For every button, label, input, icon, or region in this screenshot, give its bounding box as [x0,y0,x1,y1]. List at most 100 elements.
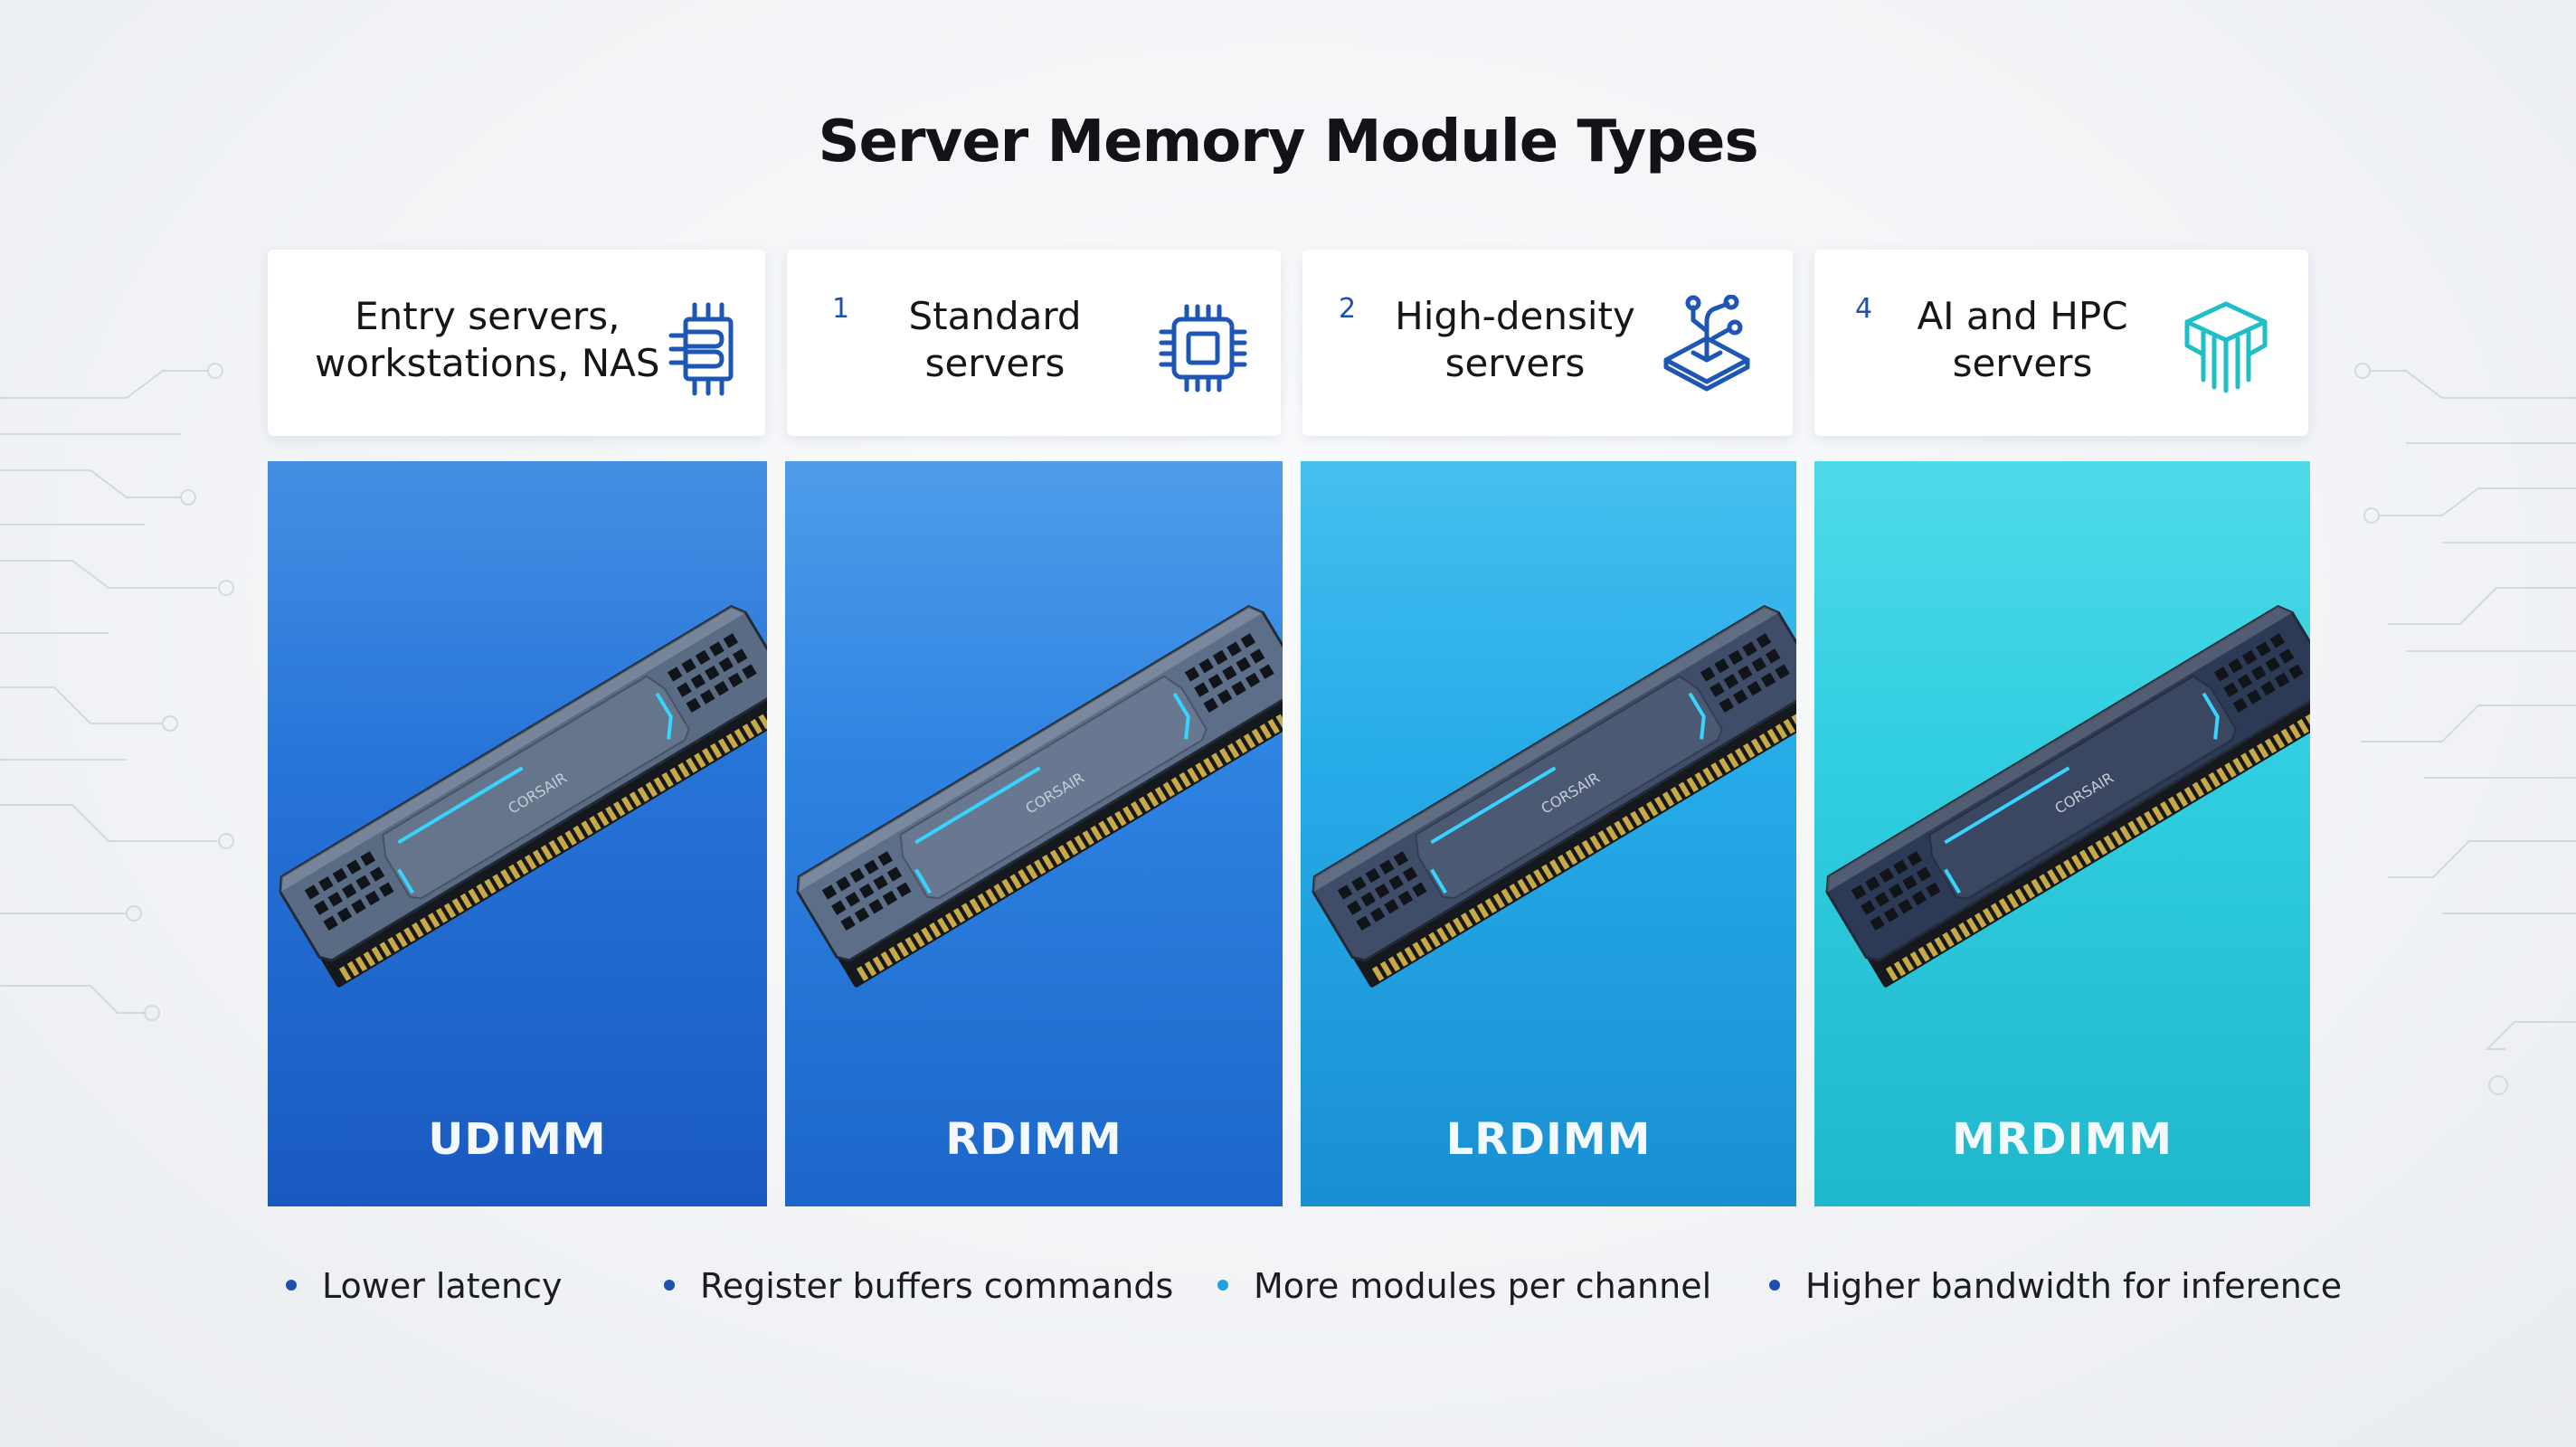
vent-slot [1870,915,1885,932]
gold-contact [1203,757,1216,773]
vent-slot [1898,899,1913,914]
vent-slot [709,641,724,657]
gold-contact [476,884,488,899]
vent-slot [1240,633,1256,648]
step-number: 2 [1339,293,1357,325]
vent-slot [1865,875,1880,892]
bullet-dot [1769,1279,1780,1291]
gold-contact [2063,859,2076,875]
feature-text: Lower latency [322,1266,563,1306]
gold-contact [2127,820,2140,837]
gold-contact [2022,884,2035,899]
accent-light [1688,692,1706,740]
vent-slot [1369,907,1386,922]
accent-light [397,868,415,894]
vent-slot [2256,641,2271,657]
gold-contact [2152,806,2164,822]
gold-contact [1460,913,1473,928]
vent-slot [868,899,884,914]
gold-contact [913,932,925,948]
accent-light [655,692,673,740]
vent-slot [1709,682,1725,697]
gold-contact [1622,816,1634,831]
vent-slot [1911,890,1927,906]
gold-contact [758,714,767,730]
gold-contact [2087,845,2100,860]
vent-slot [699,689,715,705]
gold-contact [589,816,601,831]
gold-contact [1371,966,1385,981]
accent-light [1430,868,1448,894]
vent-slot [1337,884,1353,900]
gold-contact [1791,714,1796,730]
use-case-label: High-density servers [1393,293,1637,387]
gold-contact [1074,835,1086,851]
accent-light [914,766,1041,845]
vent-slot [1916,866,1932,882]
vent-slot [355,875,371,891]
gold-contact [1645,800,1659,817]
gold-contact [1420,936,1433,952]
gold-contact [1541,864,1554,880]
vent-slot [1738,665,1753,681]
gold-contact [379,941,392,958]
memory-module: CORSAIR [1825,604,2310,988]
gold-contact [459,893,472,909]
gold-contact [605,806,618,822]
gold-contact [1662,791,1675,808]
vent-slot [1397,890,1414,906]
vent-slot [2251,665,2267,681]
heatspreader-edge [280,606,746,893]
gold-contact [1122,806,1135,822]
gold-contact [872,956,886,972]
gold-contact [1958,922,1971,938]
vent-slot [1351,875,1367,892]
gold-contact [2047,868,2060,884]
heatspreader-edge [1313,606,1779,893]
gold-contact [1267,718,1280,734]
gold-contact [1974,913,1987,928]
gold-contact [977,893,990,909]
gold-contact [985,888,998,904]
vent-slot [1222,665,1237,681]
gold-contact [2167,796,2181,812]
gold-contact [1678,781,1691,798]
step-number: 1 [832,293,850,325]
vent-slot [1719,697,1734,713]
gold-contact [500,868,513,884]
heatspreader-edge [1827,606,2293,893]
vent-slot [2241,649,2258,666]
gold-contact [412,922,424,938]
gold-contact [1195,762,1208,778]
gold-contact [2208,771,2221,788]
use-case-card-mrdimm: 4 AI and HPC servers [1814,250,2308,436]
vent-slot [1374,883,1390,899]
gold-contact [1453,917,1465,933]
accent-light [1944,766,2070,845]
step-number: 4 [1855,293,1873,325]
vent-slot [831,900,847,915]
gold-contact [1918,946,1930,962]
vent-slot [2260,680,2276,696]
gold-contact [880,951,894,967]
gold-contact [1098,820,1111,837]
gold-contact [1138,796,1151,812]
gold-contact [1926,941,1938,958]
gold-contact [1766,728,1780,744]
gold-contact [1549,859,1562,875]
gold-contact [864,960,877,977]
gold-contact [1436,927,1449,943]
gold-contact [2183,786,2197,802]
vent-slot [882,890,898,906]
vent-slot [2265,657,2280,673]
vent-slot [2288,664,2304,679]
gold-contact [2264,738,2278,754]
module-panel-mrdimm: CORSAIR MRDIMM [1814,461,2310,1206]
vent-slot [365,890,381,906]
gold-contact [993,884,1006,899]
vent-slot [840,915,856,932]
gold-contact [1001,878,1014,894]
gold-contact [1387,956,1401,972]
gold-contact [1966,917,1979,933]
gold-contact [2175,791,2189,808]
